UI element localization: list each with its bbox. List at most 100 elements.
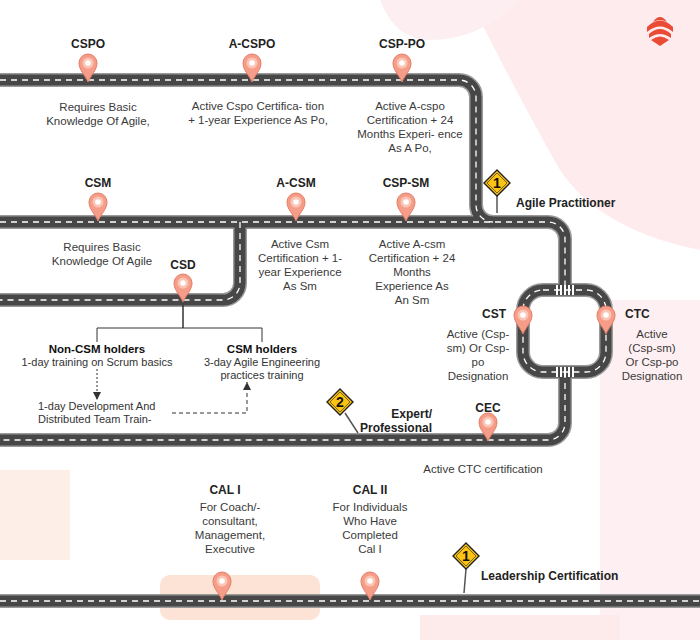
heading-text: Expert/ Professional bbox=[352, 407, 432, 435]
road bbox=[0, 80, 493, 222]
pin-marker: A-CSMActive Csm Certification + 1-year E… bbox=[261, 176, 331, 222]
note-text: 1-day Development And Distributed Team T… bbox=[38, 400, 172, 426]
pin-ring bbox=[83, 58, 94, 69]
pin-dot bbox=[367, 578, 373, 584]
pin-marker: CAL IFor Coach/- consultant, Management,… bbox=[190, 483, 260, 603]
map-pin bbox=[396, 192, 416, 222]
road-edge bbox=[0, 372, 565, 440]
pin-ring bbox=[601, 310, 612, 321]
pin-dot bbox=[95, 199, 101, 205]
pin-marker: CSD bbox=[158, 257, 208, 305]
road bbox=[0, 372, 565, 440]
crosswalk-stripe bbox=[556, 285, 558, 295]
road-sign: 1Leadership Certification bbox=[452, 542, 480, 570]
pin-body bbox=[397, 193, 415, 221]
pin-ring bbox=[401, 197, 412, 208]
pin-dot bbox=[219, 578, 225, 584]
pin-marker: CSPORequires Basic Knowledge Of Agile, bbox=[58, 36, 118, 84]
pin-dot bbox=[399, 60, 405, 66]
pin-marker: CAL II For Individuals Who Have Completed… bbox=[335, 483, 405, 603]
pin-ring bbox=[217, 576, 228, 587]
road bbox=[0, 596, 700, 607]
pin-marker: CTCActive (Csp-sm) Or Csp-po Designation bbox=[596, 305, 660, 335]
pin-ring bbox=[518, 310, 529, 321]
description-text: Active (Csp-sm) Or Csp-po Designation bbox=[442, 327, 514, 383]
background-blob bbox=[600, 300, 700, 640]
pin-marker: CSP-SMActive A-csm Certification + 24 Mo… bbox=[371, 176, 441, 222]
crosswalk-stripe bbox=[560, 367, 562, 377]
note-text: 1-day training on Scrum basics bbox=[17, 356, 177, 369]
pin-dot bbox=[293, 199, 299, 205]
map-pin bbox=[78, 53, 98, 83]
pin-body bbox=[393, 54, 411, 82]
description-text: Active Cspo Certifica- tion + 1-year Exp… bbox=[188, 99, 328, 127]
crosswalk bbox=[556, 285, 574, 377]
logo bbox=[651, 37, 669, 47]
description-text: Active A-csm Certification + 24 Months E… bbox=[368, 237, 456, 307]
road-edge bbox=[0, 80, 493, 222]
pin-body bbox=[361, 572, 379, 600]
background-blob bbox=[0, 470, 70, 560]
description-text: For Individuals Who Have Completed Cal I bbox=[332, 500, 408, 556]
description-text: Active A-cspo Certification + 24 Months … bbox=[357, 99, 463, 155]
pin-body bbox=[174, 274, 192, 302]
map-pin bbox=[242, 53, 262, 83]
heading-text: CAL I bbox=[190, 483, 260, 497]
connector bbox=[97, 305, 183, 342]
pin-body bbox=[89, 193, 107, 221]
description-text: For Coach/- consultant, Management, Exec… bbox=[189, 500, 271, 556]
road bbox=[523, 290, 606, 372]
heading-text: A-CSPO bbox=[217, 37, 287, 51]
pin-ring bbox=[247, 58, 258, 69]
heading-text: CSP-SM bbox=[371, 176, 441, 190]
heading-text: CAL II bbox=[335, 483, 405, 497]
map-pin bbox=[212, 571, 232, 601]
map-pin bbox=[596, 305, 616, 335]
sign-face bbox=[453, 543, 479, 569]
background-blob bbox=[420, 615, 620, 640]
note-block: CSM holders3-day Agile Engineering pract… bbox=[187, 342, 337, 382]
crosswalk-stripe bbox=[560, 285, 562, 295]
sign-post bbox=[464, 569, 466, 593]
road-edge bbox=[0, 594, 700, 608]
map-pin bbox=[478, 412, 498, 442]
road-dash bbox=[0, 372, 565, 440]
description-text: Active (Csp-sm) Or Csp-po Designation bbox=[621, 327, 683, 383]
pin-marker: CSP-POActive A-cspo Certification + 24 M… bbox=[367, 36, 437, 84]
callout-number: 1 bbox=[483, 174, 511, 192]
heading-text: CSD bbox=[158, 258, 208, 272]
heading-text: CSM bbox=[63, 176, 133, 190]
description-text: Requires Basic Knowledge Of Agile bbox=[48, 240, 156, 268]
pin-body bbox=[79, 54, 97, 82]
description-text: Active Csm Certification + 1-year Experi… bbox=[256, 237, 344, 293]
callout-number: 1 bbox=[452, 547, 480, 565]
background-blob bbox=[470, 0, 700, 250]
callout-number: 2 bbox=[326, 393, 354, 411]
pin-marker: CECActive CTC certification bbox=[458, 400, 518, 442]
pin-body bbox=[213, 572, 231, 600]
pin-ring bbox=[397, 58, 408, 69]
sign-face bbox=[484, 170, 510, 196]
crosswalk-stripe bbox=[568, 367, 570, 377]
pin-ring bbox=[93, 197, 104, 208]
sign-post bbox=[496, 196, 498, 213]
connector bbox=[172, 382, 247, 413]
pin-dot bbox=[485, 419, 491, 425]
map-pin bbox=[286, 192, 306, 222]
heading-text: CSM holders bbox=[187, 342, 337, 356]
heading-text: CSP-PO bbox=[367, 37, 437, 51]
connector bbox=[183, 305, 262, 342]
road bbox=[0, 222, 240, 300]
road-dash bbox=[0, 80, 493, 222]
pin-dot bbox=[180, 280, 186, 286]
road-edge bbox=[523, 290, 606, 372]
crosswalk-stripe bbox=[568, 285, 570, 295]
pin-ring bbox=[483, 417, 494, 428]
road-edge bbox=[0, 222, 240, 300]
crosswalk-stripe bbox=[572, 285, 574, 295]
crosswalk-stripe bbox=[556, 367, 558, 377]
heading-text: Leadership Certification bbox=[481, 569, 651, 583]
